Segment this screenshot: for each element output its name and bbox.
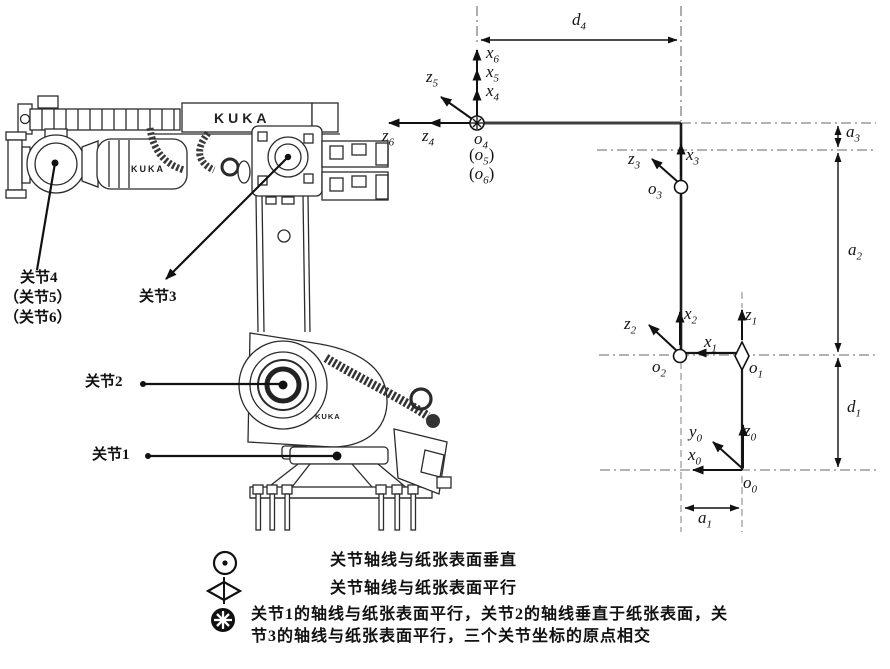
origin-symbol-o4: [469, 115, 485, 131]
dim-label-a3: a3: [846, 122, 860, 145]
legend-item-combined-line2: 节3的轴线与纸张表面平行，三个关节坐标的原点相交: [251, 628, 652, 645]
legend-symbols: [205, 550, 243, 632]
origin-label-o5: (o5): [469, 145, 495, 168]
origin-label-o2: o2: [652, 357, 666, 380]
origin-label-o6: (o6): [469, 164, 495, 187]
axis-label-z1: z1: [745, 305, 758, 328]
origin-label-o1: o1: [749, 358, 763, 381]
dim-label-d4: d4: [572, 10, 586, 33]
joint2-label: 关节2: [85, 374, 123, 390]
origin-label-o3: o3: [648, 179, 662, 202]
axis-label-z6: z6: [382, 126, 395, 149]
origin-label-o4: o4: [474, 129, 488, 152]
origin-symbol-o3: [673, 179, 689, 195]
joint3-label: 关节3: [139, 289, 177, 305]
axis-label-x1: x1: [704, 332, 718, 355]
legend-symbol-circle-star: [211, 608, 235, 632]
axis-label-z2: z2: [624, 314, 637, 337]
axis-label-z3: z3: [628, 149, 641, 172]
leader-lines: [35, 153, 342, 461]
legend-item-perpendicular: 关节轴线与纸张表面垂直: [330, 552, 518, 569]
dim-label-a1: a1: [698, 508, 712, 531]
robot-illustration: KUKA KUKA KUKA: [5, 95, 452, 531]
joint1-label: 关节1: [92, 447, 130, 463]
origin-symbol-o2: [672, 348, 688, 364]
axis-label-x6: x6: [486, 43, 500, 66]
dim-label-a2: a2: [848, 240, 862, 263]
axis-label-x5: x5: [486, 62, 500, 85]
axis-label-x2: x2: [684, 304, 698, 327]
legend-item-combined-line1: 关节1的轴线与纸张表面平行，关节2的轴线垂直于纸张表面，关: [251, 606, 729, 623]
legend-item-parallel: 关节轴线与纸张表面平行: [330, 580, 518, 597]
origin-label-o0: o0: [743, 473, 757, 496]
kuka-wordmark-base: KUKA: [315, 412, 341, 421]
axis-label-x3: x3: [686, 145, 700, 168]
joint4-label: 关节4: [20, 270, 58, 286]
legend-symbol-diamond-line: [205, 577, 243, 604]
legend-symbol-circle-dot: [212, 550, 238, 576]
joint5-label: （关节5）: [4, 290, 72, 306]
axis-label-x0: x0: [688, 445, 702, 468]
axis-label-x4: x4: [486, 81, 500, 104]
origin-symbol-o1: [734, 340, 750, 372]
axis-label-z5: z5: [426, 67, 439, 90]
joint6-label: （关节6）: [4, 310, 72, 326]
axis-label-z0: z0: [744, 421, 757, 444]
dim-label-d1: d1: [847, 397, 861, 420]
axis-label-y0: y0: [689, 422, 703, 445]
kinematic-diagram: [388, 6, 876, 532]
kuka-wordmark-arm: KUKA: [131, 164, 165, 174]
kuka-wordmark-boom: KUKA: [214, 110, 270, 126]
axis-label-z4: z4: [422, 126, 435, 149]
